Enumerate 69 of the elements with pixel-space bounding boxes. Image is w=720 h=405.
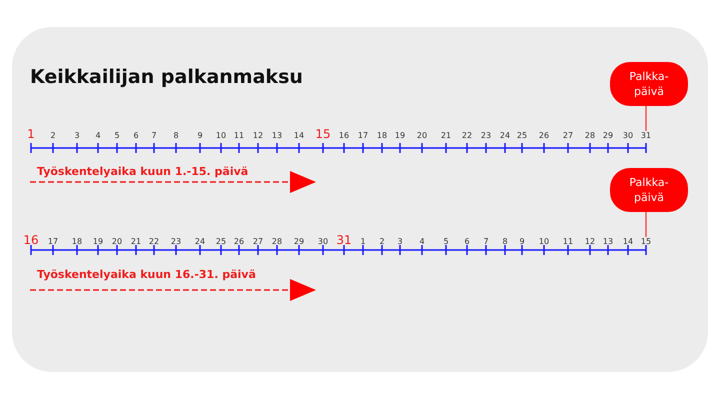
tick-number: 13 bbox=[272, 131, 282, 141]
tick-number: 6 bbox=[133, 131, 139, 141]
tick-number: 19 bbox=[92, 237, 104, 247]
tick-number: 12 bbox=[584, 237, 596, 247]
tick-number: 9 bbox=[519, 237, 525, 247]
tick-number: 31 bbox=[336, 234, 352, 247]
tick-number: 16 bbox=[338, 131, 350, 141]
tick-number: 18 bbox=[376, 131, 388, 141]
tick-number: 5 bbox=[114, 131, 120, 141]
tick-number: 26 bbox=[234, 237, 244, 247]
tick-number: 11 bbox=[234, 131, 244, 141]
leader-line bbox=[645, 212, 647, 237]
tick-number: 2 bbox=[50, 131, 56, 141]
period-text: Työskentelyaika kuun 16.-31. päivä bbox=[37, 268, 256, 281]
tick-number: 13 bbox=[602, 237, 614, 247]
tick-number: 5 bbox=[443, 237, 449, 247]
tick-number: 7 bbox=[151, 131, 157, 141]
tick-number: 28 bbox=[584, 131, 596, 141]
tick-number: 1 bbox=[27, 128, 35, 141]
tick-number: 7 bbox=[483, 237, 489, 247]
tick-number: 21 bbox=[440, 131, 452, 141]
tick-number: 3 bbox=[397, 237, 403, 247]
leader-line bbox=[645, 106, 647, 131]
tick-number: 31 bbox=[640, 131, 652, 141]
tick-number: 6 bbox=[464, 237, 470, 247]
period-text: Työskentelyaika kuun 1.-15. päivä bbox=[37, 165, 248, 178]
tick-number: 28 bbox=[272, 237, 282, 247]
tick-number: 30 bbox=[318, 237, 328, 247]
tick-number: 24 bbox=[500, 131, 510, 141]
tick-number: 9 bbox=[197, 131, 203, 141]
tick-number: 25 bbox=[216, 237, 226, 247]
tick-number: 11 bbox=[562, 237, 574, 247]
tick-number: 23 bbox=[170, 237, 182, 247]
tick-number: 22 bbox=[148, 237, 160, 247]
tick-number: 21 bbox=[130, 237, 142, 247]
tick-number: 18 bbox=[72, 237, 82, 247]
tick-number: 20 bbox=[112, 237, 122, 247]
tick-number: 1 bbox=[360, 237, 366, 247]
tick-number: 22 bbox=[462, 131, 472, 141]
tick-number: 17 bbox=[358, 131, 368, 141]
tick-number: 10 bbox=[216, 131, 226, 141]
tick-number: 15 bbox=[315, 128, 331, 141]
tick-number: 8 bbox=[502, 237, 508, 247]
tick-number: 27 bbox=[252, 237, 264, 247]
tick-number: 3 bbox=[74, 131, 80, 141]
tick-number: 19 bbox=[394, 131, 406, 141]
tick-number: 4 bbox=[419, 237, 425, 247]
tick-number: 29 bbox=[602, 131, 614, 141]
tick-number: 27 bbox=[562, 131, 574, 141]
tick-number: 14 bbox=[622, 237, 634, 247]
tick-number: 25 bbox=[516, 131, 528, 141]
tick-number: 14 bbox=[294, 131, 304, 141]
tick-number: 2 bbox=[379, 237, 385, 247]
tick-number: 10 bbox=[538, 237, 550, 247]
tick-number: 29 bbox=[294, 237, 304, 247]
tick-number: 4 bbox=[95, 131, 101, 141]
tick-number: 30 bbox=[622, 131, 634, 141]
tick-number: 26 bbox=[538, 131, 550, 141]
diagram-title: Keikkailijan palkanmaksu bbox=[30, 66, 303, 88]
tick-number: 20 bbox=[416, 131, 428, 141]
tick-number: 12 bbox=[252, 131, 264, 141]
tick-number: 24 bbox=[194, 237, 206, 247]
tick-number: 23 bbox=[480, 131, 492, 141]
tick-number: 8 bbox=[173, 131, 179, 141]
tick-number: 15 bbox=[640, 237, 652, 247]
callout-bubble: Palkka- päivä bbox=[610, 62, 688, 106]
callout-bubble: Palkka- päivä bbox=[610, 168, 688, 212]
tick-number: 17 bbox=[48, 237, 58, 247]
tick-number: 16 bbox=[23, 234, 39, 247]
